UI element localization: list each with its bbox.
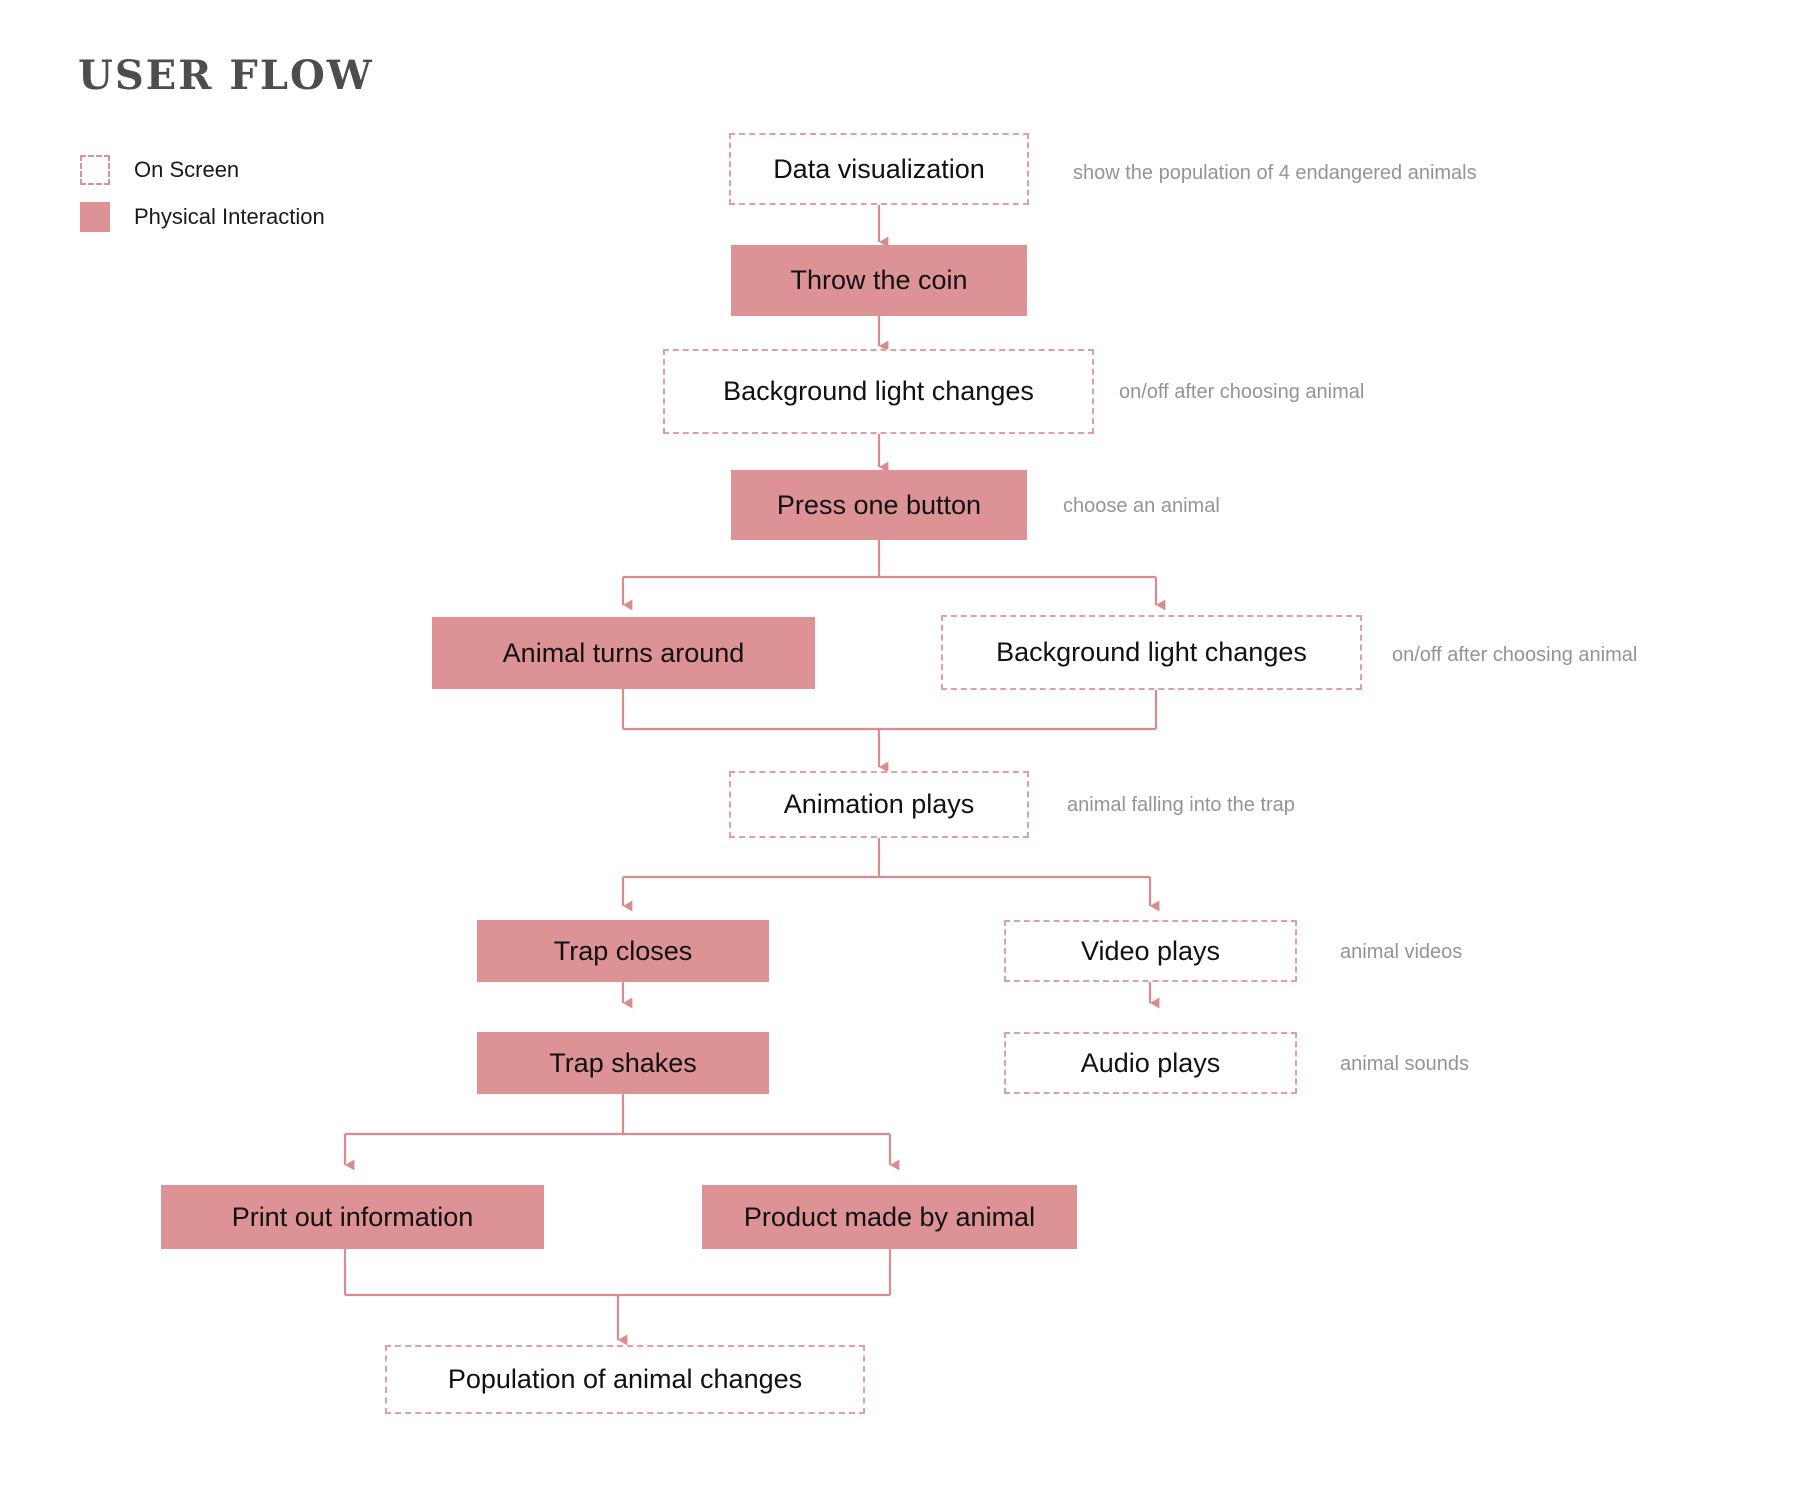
annotation-data-visualization: show the population of 4 endangered anim… bbox=[1073, 162, 1477, 184]
legend-item-on-screen: On Screen bbox=[80, 155, 239, 185]
node-product-made-by-animal[interactable]: Product made by animal bbox=[702, 1185, 1077, 1249]
node-background-light-changes-1[interactable]: Background light changes bbox=[663, 349, 1094, 434]
annotation-video-plays: animal videos bbox=[1340, 941, 1463, 963]
node-label: Background light changes bbox=[996, 637, 1307, 667]
node-audio-plays[interactable]: Audio plays bbox=[1004, 1032, 1297, 1094]
node-label: Data visualization bbox=[773, 153, 985, 184]
legend-swatch-dashed-icon bbox=[80, 155, 110, 185]
legend-item-physical-interaction: Physical Interaction bbox=[80, 202, 325, 232]
node-background-light-changes-2[interactable]: Background light changes bbox=[941, 615, 1362, 690]
node-population-of-animal-changes[interactable]: Population of animal changes bbox=[385, 1345, 865, 1414]
node-throw-the-coin[interactable]: Throw the coin bbox=[731, 245, 1027, 316]
node-data-visualization[interactable]: Data visualization bbox=[729, 133, 1029, 205]
node-label: Product made by animal bbox=[743, 1201, 1036, 1232]
node-label: Trap shakes bbox=[549, 1047, 697, 1078]
node-label: Background light changes bbox=[723, 376, 1034, 406]
page-title: USER FLOW bbox=[78, 52, 374, 99]
node-print-out-information[interactable]: Print out information bbox=[161, 1185, 544, 1249]
node-trap-shakes[interactable]: Trap shakes bbox=[477, 1032, 769, 1094]
legend-swatch-solid-icon bbox=[80, 202, 110, 232]
node-label: Video plays bbox=[1080, 935, 1221, 966]
node-press-one-button[interactable]: Press one button bbox=[731, 470, 1027, 540]
annotation-background-light-changes-1: on/off after choosing animal bbox=[1119, 381, 1365, 403]
node-label: Trap closes bbox=[553, 935, 693, 966]
node-trap-closes[interactable]: Trap closes bbox=[477, 920, 769, 982]
annotation-press-one-button: choose an animal bbox=[1063, 495, 1220, 517]
node-label: Animation plays bbox=[783, 789, 975, 819]
node-label: Audio plays bbox=[1080, 1047, 1221, 1078]
node-label: Animal turns around bbox=[502, 637, 745, 668]
legend-label-physical-interaction: Physical Interaction bbox=[134, 204, 325, 229]
annotation-animation-plays: animal falling into the trap bbox=[1067, 794, 1295, 816]
node-animation-plays[interactable]: Animation plays bbox=[729, 771, 1029, 838]
node-label: Throw the coin bbox=[790, 265, 968, 295]
node-label: Press one button bbox=[776, 489, 982, 520]
annotation-background-light-changes-2: on/off after choosing animal bbox=[1392, 644, 1638, 666]
legend-label-on-screen: On Screen bbox=[134, 157, 240, 182]
node-video-plays[interactable]: Video plays bbox=[1004, 920, 1297, 982]
node-label: Print out information bbox=[231, 1201, 474, 1232]
annotation-audio-plays: animal sounds bbox=[1340, 1053, 1469, 1075]
node-label: Population of animal changes bbox=[447, 1364, 803, 1394]
node-animal-turns-around[interactable]: Animal turns around bbox=[432, 617, 815, 689]
